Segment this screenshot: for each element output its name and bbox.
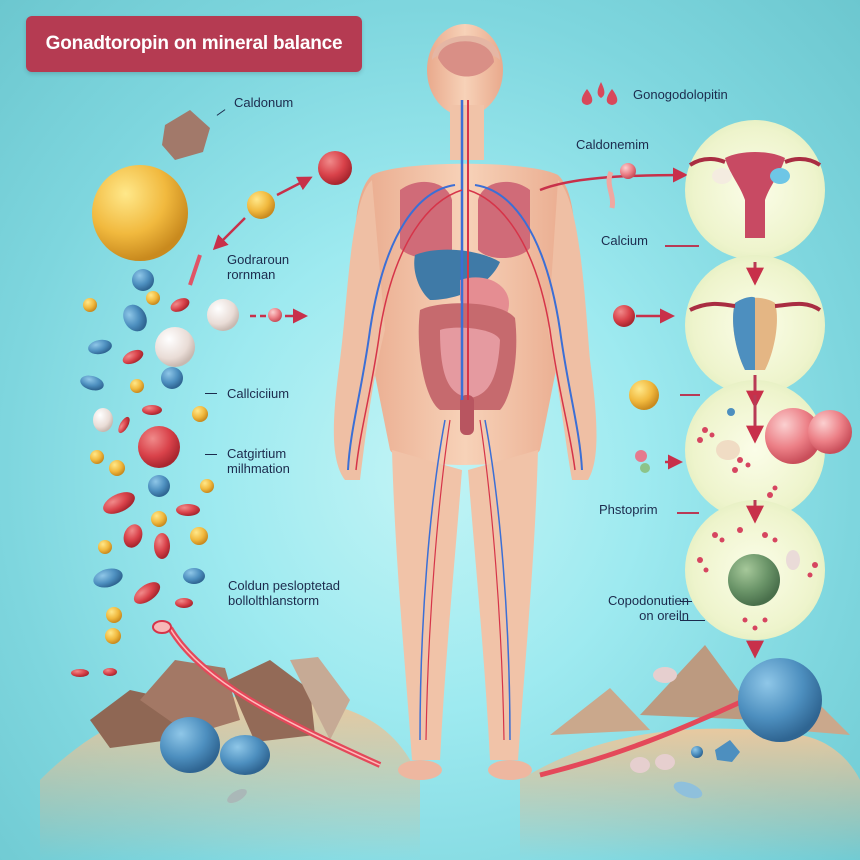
label-caldonum: Caldonum — [234, 95, 294, 110]
leader-line — [665, 245, 699, 247]
label-calcium: Calcium — [601, 233, 648, 248]
leader-line — [680, 394, 700, 396]
label-calldcium: Callciciium — [227, 386, 290, 401]
label-caldonemim: Caldonemim — [576, 137, 649, 152]
human-body — [333, 24, 597, 780]
page-title: Gonadtoropin on mineral balance — [45, 33, 343, 54]
label-copodonutien: Copodonutien on oreiln — [608, 593, 689, 623]
title-banner: Gonadtoropin on mineral balance — [26, 16, 362, 72]
process-circles — [685, 120, 852, 659]
leader-line — [680, 601, 692, 602]
label-gonogodolopitin: Gonogodolopitin — [633, 87, 728, 102]
label-phstoprim: Phstoprim — [599, 502, 658, 517]
leader-line — [677, 512, 699, 514]
label-godraroun: Godraroun rornman — [227, 252, 290, 282]
leader-line — [680, 620, 705, 621]
label-coldun: Coldun pesloptetad bollolthlanstorm — [228, 578, 341, 608]
leader-line — [205, 393, 217, 394]
leader-line — [205, 454, 217, 455]
arrows-left — [152, 176, 382, 768]
blood-drop-icons — [581, 82, 618, 105]
arrows-right — [539, 163, 822, 799]
mineral-particles-left — [71, 110, 352, 803]
label-catgirtium: Catgirtium milhmation — [227, 446, 290, 476]
